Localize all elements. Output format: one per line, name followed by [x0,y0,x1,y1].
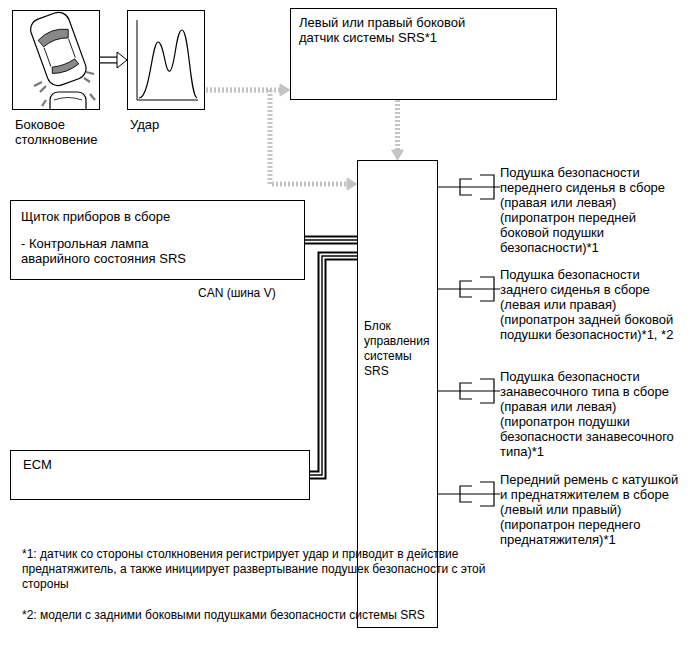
arrow-outline [100,57,118,64]
wire-line [438,390,500,391]
signal-line [395,100,400,151]
other-car-hood [54,98,82,101]
wire-line [438,186,500,187]
other-car [50,92,86,109]
arrow-fill [100,58,118,63]
can-gap [310,256,357,475]
car-illustration [28,11,95,109]
wire-connector [438,494,500,495]
instrument-cluster-box: Щиток приборов в сборе - Контрольная ламп… [10,200,305,280]
node-title: Левый или правый боковой датчик системы … [299,15,499,45]
arrow-head [347,178,357,190]
node-detail: - Контрольная лампа аварийного состояния… [21,236,191,266]
arrow-head [392,150,404,160]
wire-line [438,493,500,494]
ecm-box: ECM [10,450,310,500]
node-title: Подушка безопасности заднего сиденья в с… [500,267,686,342]
car-outline [28,11,90,89]
airbag-item: Подушка безопасности переднего сиденья в… [500,165,688,255]
node-title: Боковое столкновение [15,117,103,147]
pretensioner-item: Передний ремень с катушкой и преднатяжит… [500,472,688,547]
arrow-head [117,52,127,68]
sensor-box: Левый или правый боковой датчик системы … [290,8,557,100]
graph-axes [137,20,198,100]
rear-window [50,58,79,76]
footnote: *2: модели с задними боковыми подушками … [22,608,492,623]
can-center [310,256,357,475]
door-lines [44,39,75,67]
squib-symbols [460,175,494,506]
squib-symbol [460,175,494,199]
squib-symbol [460,482,494,506]
node-title: Удар [130,117,208,132]
wire-connector [438,187,500,188]
dotted-connector [392,100,404,160]
arrow-head [280,84,290,96]
windshield [37,26,71,48]
can-connector [310,256,357,475]
wire-line [438,288,500,289]
squib-symbol [460,277,494,301]
can-connector [305,240,357,241]
node-title: ECM [23,457,293,472]
impact-curve [139,30,197,98]
wire-connector [438,289,500,290]
node-title: Подушка безопасности переднего сиденья в… [500,165,686,255]
can-gap [305,238,357,243]
wire-connector [438,391,500,392]
node-title: Щиток приборов в сборе [21,209,296,224]
can-outer [305,236,357,245]
squib-symbol [460,379,494,403]
signal-line [206,90,348,184]
footnote: *1: датчик со стороны столкновения регис… [22,547,492,592]
can-outer [310,256,357,475]
airbag-item: Подушка безопасности занавесочного типа … [500,369,688,459]
bus-label: CAN (шина V) [196,286,278,301]
car-body [28,11,90,89]
node-title: Блок управления системы SRS [364,319,437,379]
hollow-connector [100,52,127,68]
dotted-connector [206,90,357,190]
can-center [305,239,357,240]
airbag-item: Подушка безопасности заднего сиденья в с… [500,267,688,357]
car-picture-box: Боковое столкновение [12,10,100,110]
impact-marks [34,72,95,106]
node-title: Передний ремень с катушкой и преднатяжит… [500,472,686,547]
graph-box: Удар [127,10,205,110]
impact-graph [137,20,198,100]
node-title: Подушка безопасности занавесочного типа … [500,369,686,459]
